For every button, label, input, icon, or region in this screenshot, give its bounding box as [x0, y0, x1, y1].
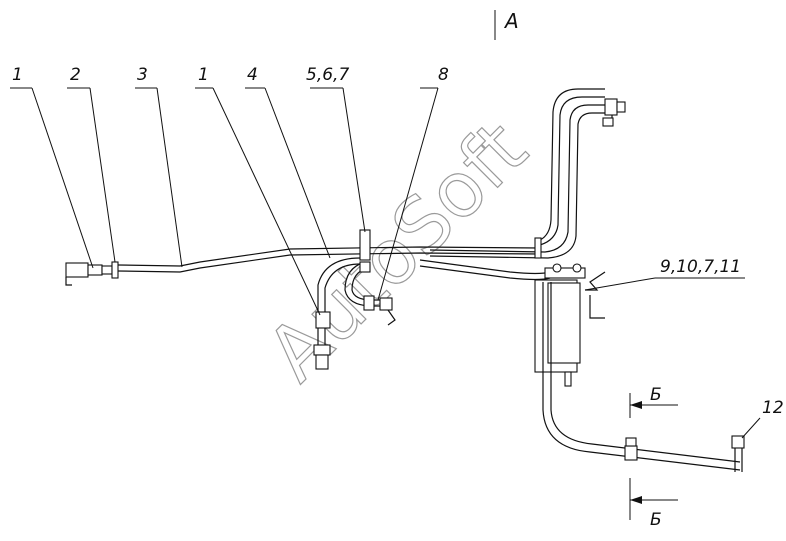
view-marker: А [494, 9, 519, 40]
filter-unit [534, 263, 606, 387]
pipe-loop-inner [344, 229, 396, 326]
section-label-bottom: Б [650, 510, 662, 530]
view-label: А [503, 9, 519, 33]
callout-3: 3 [137, 65, 148, 85]
top-right-fittings [602, 98, 626, 127]
callout-1b: 1 [198, 65, 209, 85]
callout-2: 2 [70, 65, 81, 85]
lower-pipe [542, 282, 745, 472]
callout-9-10-7-11: 9,10,7,11 [660, 257, 741, 277]
callout-8: 8 [438, 65, 449, 85]
section-label-top: Б [650, 385, 662, 405]
main-pipe [117, 88, 605, 273]
callout-12: 12 [762, 398, 784, 418]
section-marks: Б Б [629, 385, 678, 530]
callout-4: 4 [247, 65, 258, 85]
callout-5-6-7: 5,6,7 [306, 65, 349, 85]
callout-labels: 1 2 3 1 4 5,6,7 8 9,10,7,11 12 [12, 65, 784, 418]
callout-1a: 1 [12, 65, 23, 85]
leader-lines [10, 87, 761, 439]
pipe-loop-4 [313, 257, 361, 370]
